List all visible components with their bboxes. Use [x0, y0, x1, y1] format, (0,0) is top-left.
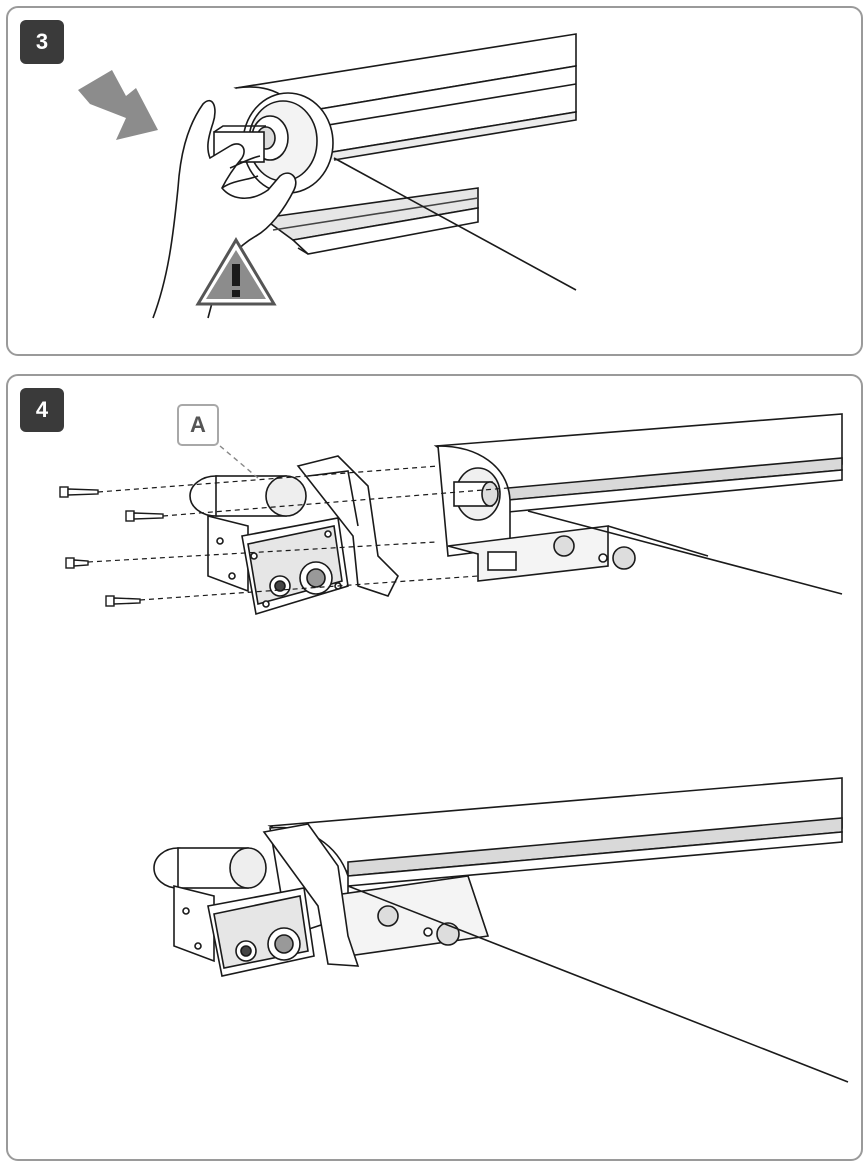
screw-guides	[87, 465, 509, 601]
motor-unit-assembled	[153, 823, 360, 977]
step-number-badge: 3	[20, 20, 64, 64]
step-3-panel: 3	[6, 6, 863, 356]
part-callout-label: A	[177, 404, 219, 446]
callout-leader-line	[219, 445, 259, 479]
awning-cassette-assembled	[267, 777, 849, 1083]
screw-icon	[59, 486, 164, 607]
step-4-panel: 4 A	[6, 374, 863, 1161]
arrow-icon	[78, 70, 158, 140]
warning-triangle-icon	[195, 237, 277, 306]
awning-cassette-top	[433, 413, 843, 595]
step-number-badge: 4	[20, 388, 64, 432]
motor-unit	[189, 455, 399, 616]
end-cap	[213, 92, 334, 194]
step-3-illustration	[78, 33, 577, 319]
step-4-illustration	[59, 413, 849, 1083]
hand-illustration	[152, 99, 297, 319]
